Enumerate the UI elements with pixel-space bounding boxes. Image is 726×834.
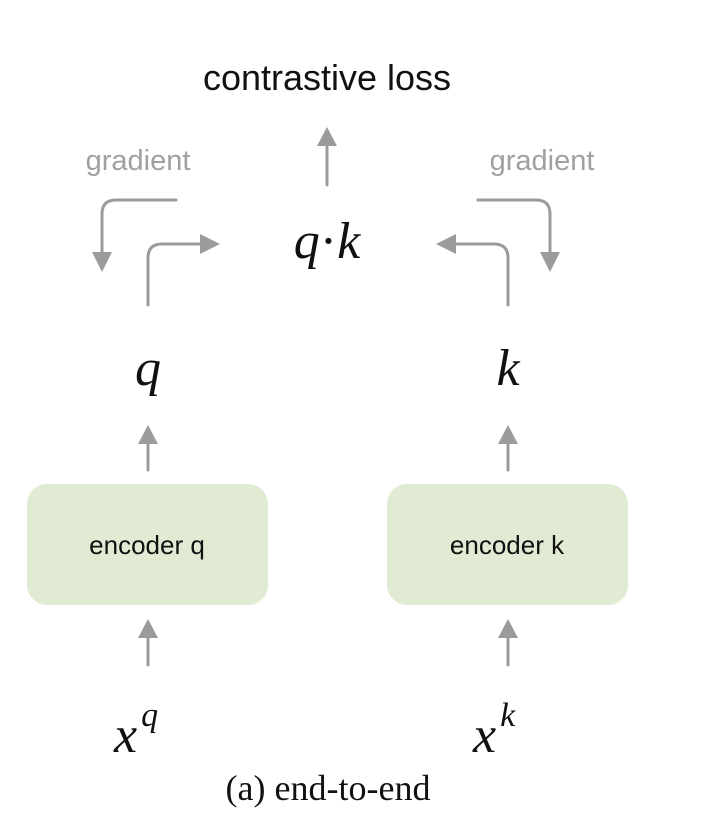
encoder-q-label: encoder q — [89, 530, 205, 560]
encoder-k-box: encoder k — [387, 484, 628, 605]
gradient-arrow-left — [92, 198, 178, 272]
arrow-k-to-product — [436, 234, 510, 307]
gradient-label-right: gradient — [490, 145, 595, 177]
arrow-encoder-q-to-q — [138, 425, 158, 472]
encoder-q-box: encoder q — [27, 484, 268, 605]
gradient-label-left: gradient — [86, 145, 191, 177]
input-xk-base: x — [472, 707, 496, 764]
input-xk-sup: k — [500, 697, 516, 734]
input-xq-base: x — [113, 707, 137, 764]
encoder-k-label: encoder k — [450, 530, 565, 560]
product-q: q — [294, 213, 320, 270]
key-symbol: k — [496, 340, 520, 397]
similarity-product: q·k — [294, 213, 361, 270]
gradient-arrow-right — [476, 198, 560, 272]
figure-caption: (a) end-to-end — [226, 768, 431, 808]
arrow-input-q-to-encoder — [138, 619, 158, 667]
arrow-q-to-product — [146, 234, 220, 307]
input-xq-sup: q — [141, 697, 158, 734]
query-symbol: q — [135, 340, 161, 397]
product-k: k — [337, 213, 361, 270]
loss-title: contrastive loss — [203, 57, 451, 98]
arrow-input-k-to-encoder — [498, 619, 518, 667]
arrow-product-to-loss — [317, 127, 337, 187]
product-dot: · — [320, 213, 337, 270]
arrow-encoder-k-to-k — [498, 425, 518, 472]
